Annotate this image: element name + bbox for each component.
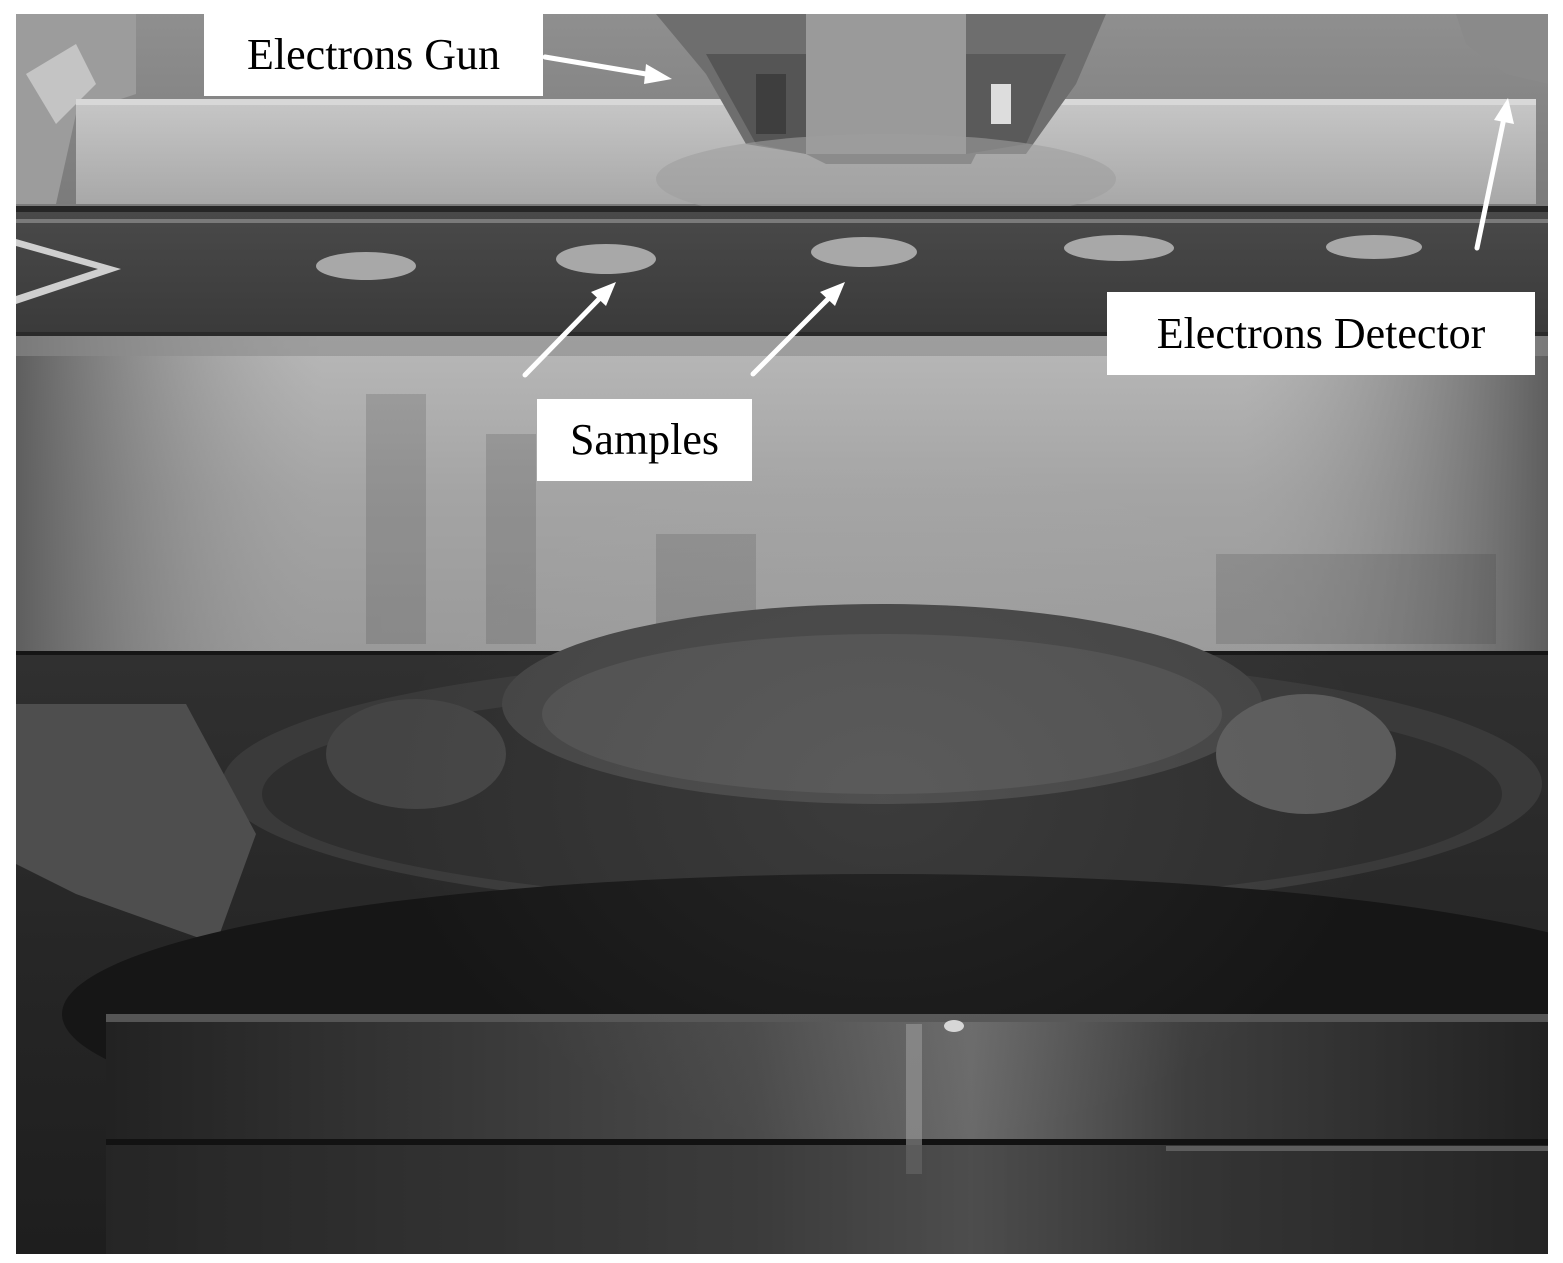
sem-chamber-photo <box>16 14 1548 1254</box>
electron-gun-label: Electrons Gun <box>204 14 543 96</box>
electron-detector-label: Electrons Detector <box>1107 292 1535 375</box>
samples-label: Samples <box>537 399 752 481</box>
